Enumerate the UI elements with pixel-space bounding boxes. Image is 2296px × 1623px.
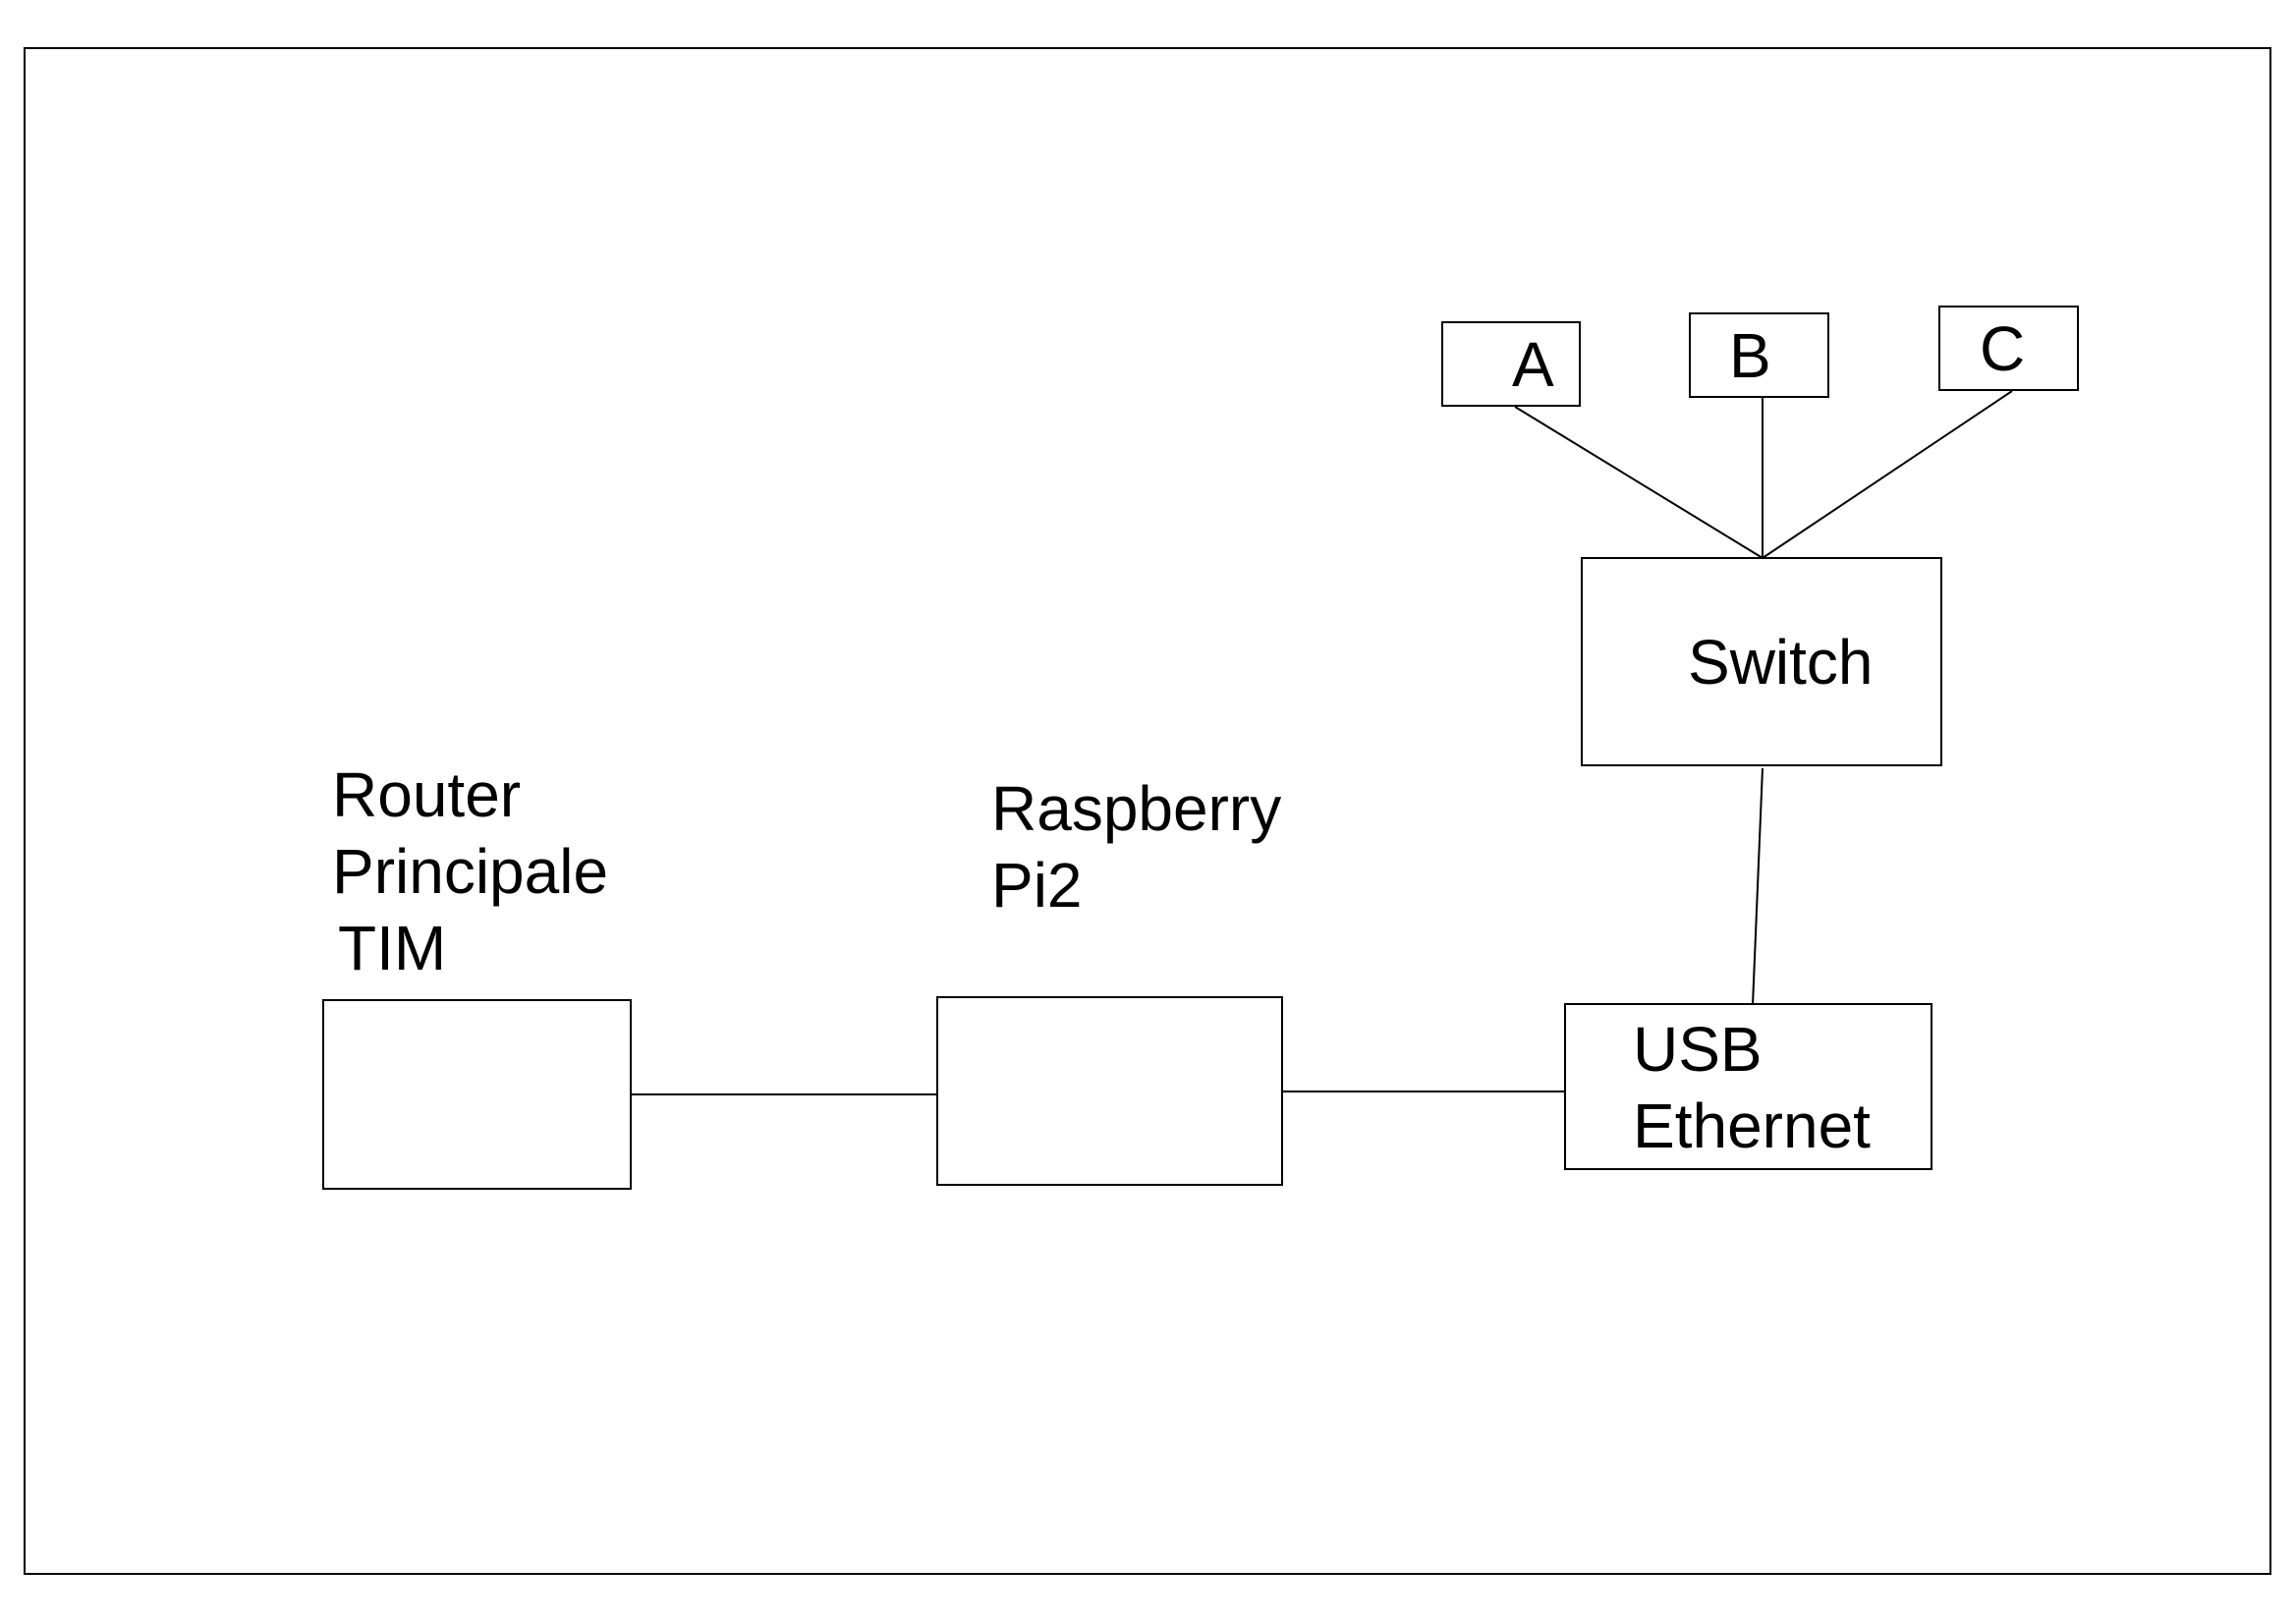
router-label-line-1: Router xyxy=(332,759,522,830)
host-b-box: B xyxy=(1689,312,1829,398)
usb-ethernet-label: USB Ethernet xyxy=(1633,1011,1871,1164)
host-c-box: C xyxy=(1938,306,2079,391)
router-label-line-2: Principale xyxy=(332,836,609,907)
host-a-box: A xyxy=(1441,321,1581,407)
host-c-label: C xyxy=(1980,312,2026,384)
host-a-label: A xyxy=(1512,328,1554,400)
router-box xyxy=(322,999,632,1190)
usb-ethernet-label-line-1: USB xyxy=(1633,1014,1763,1085)
host-b-label: B xyxy=(1729,319,1771,391)
connector-switch-host-a xyxy=(1514,406,1764,559)
usb-ethernet-box xyxy=(1564,1003,1932,1170)
router-label: Router Principale TIM xyxy=(332,756,608,986)
raspberry-box xyxy=(936,996,1283,1186)
switch-box: Switch xyxy=(1581,557,1942,766)
switch-label: Switch xyxy=(1688,626,1874,698)
connector-usb-ethernet-switch xyxy=(1752,767,1764,1006)
raspberry-label-line-2: Pi2 xyxy=(991,850,1083,921)
diagram-frame xyxy=(24,47,2271,1575)
router-label-line-3: TIM xyxy=(338,913,447,983)
raspberry-label-line-1: Raspberry xyxy=(991,773,1282,844)
raspberry-label: Raspberry Pi2 xyxy=(991,770,1281,923)
usb-ethernet-label-line-2: Ethernet xyxy=(1633,1091,1871,1161)
connector-switch-host-c xyxy=(1762,390,2013,559)
